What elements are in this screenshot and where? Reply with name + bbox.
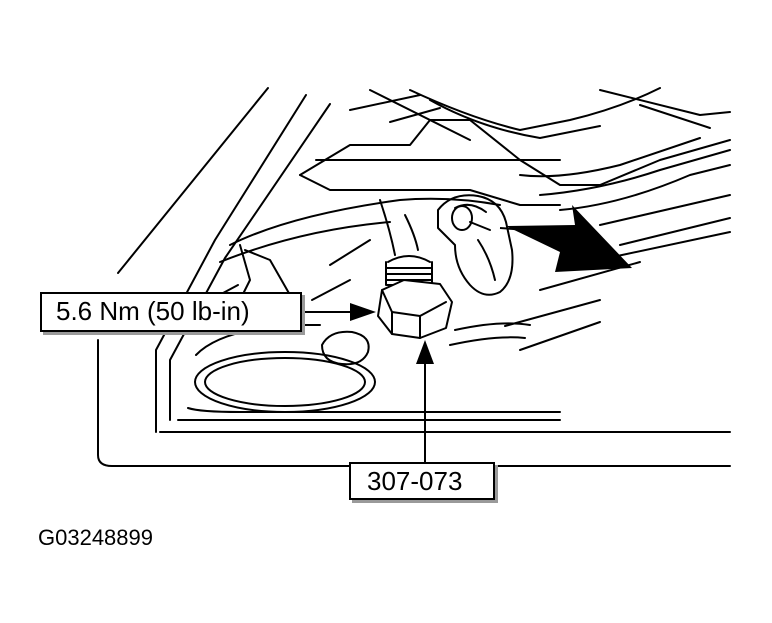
torque-spec-callout: 5.6 Nm (50 lb-in) [40, 292, 302, 332]
tool-number-callout: 307-073 [349, 462, 495, 500]
fill-plug-bolt [377, 255, 453, 339]
fluid-channels [195, 197, 531, 356]
figure-id: G03248899 [38, 525, 153, 550]
connector-feature [437, 194, 514, 296]
location-arrow [499, 205, 632, 272]
filter-cover [194, 330, 376, 413]
valve-body-detail [299, 87, 731, 351]
tool-leader-arrowhead [416, 340, 434, 364]
torque-leader-arrowhead [350, 303, 376, 321]
pan-outline [97, 87, 731, 467]
